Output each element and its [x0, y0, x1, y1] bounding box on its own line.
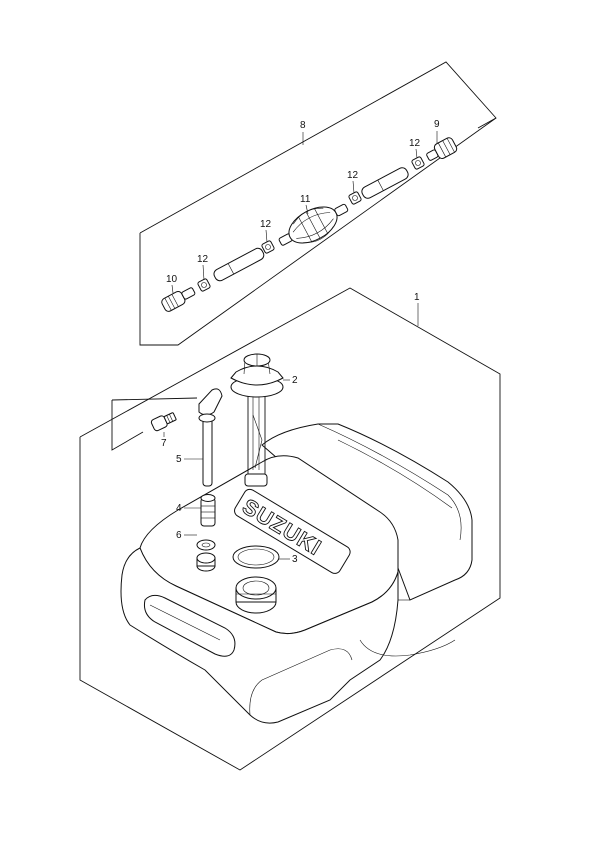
svg-text:9: 9 — [434, 119, 440, 130]
fuel-tank: SUZUKI — [120, 423, 473, 724]
hose-clamp — [197, 278, 211, 292]
svg-text:10: 10 — [166, 274, 178, 285]
svg-text:2: 2 — [292, 375, 298, 386]
fuel-hose-segment — [361, 167, 409, 199]
callout-12: 12 — [347, 170, 359, 194]
fuel-strainer — [200, 494, 216, 527]
svg-text:1: 1 — [414, 292, 420, 303]
primer-bulb — [278, 203, 349, 246]
hose-clamp — [261, 240, 275, 254]
callout-2: 2 — [283, 375, 298, 386]
svg-text:4: 4 — [176, 503, 182, 514]
svg-text:12: 12 — [347, 170, 359, 181]
fuel-connector-tank-side — [426, 137, 458, 161]
callout-4: 4 — [176, 503, 201, 514]
fuel-pickup-pipe — [198, 388, 223, 487]
callout-6: 6 — [176, 530, 197, 541]
hose-clamp — [411, 156, 425, 170]
callout-11: 11 — [300, 194, 311, 215]
svg-text:3: 3 — [292, 554, 298, 565]
svg-text:12: 12 — [197, 254, 209, 265]
callout-12: 12 — [409, 138, 421, 159]
svg-text:12: 12 — [409, 138, 421, 149]
callout-3: 3 — [279, 554, 298, 565]
callout-8: 8 — [300, 120, 306, 145]
fuel-gauge — [230, 353, 284, 487]
fuel-hose-segment — [213, 247, 265, 282]
svg-text:6: 6 — [176, 530, 182, 541]
hose-clamp — [348, 191, 362, 205]
callout-12: 12 — [260, 219, 272, 243]
callout-9: 9 — [434, 119, 440, 143]
svg-text:8: 8 — [300, 120, 306, 131]
fuel-tank-assembly-panel — [79, 287, 501, 771]
washer — [196, 539, 216, 551]
svg-text:5: 5 — [176, 454, 182, 465]
callout-12: 12 — [197, 254, 209, 281]
fuel-hose-assembly-panel — [139, 61, 497, 346]
callout-1: 1 — [414, 292, 420, 326]
fuel-joint — [150, 412, 177, 432]
fuel-connector-engine-side — [161, 287, 196, 312]
svg-text:11: 11 — [300, 194, 311, 205]
svg-text:12: 12 — [260, 219, 272, 230]
callout-10: 10 — [166, 274, 178, 294]
svg-text:7: 7 — [161, 438, 167, 449]
callout-5: 5 — [176, 454, 203, 465]
callout-7: 7 — [161, 432, 167, 449]
o-ring — [232, 545, 280, 569]
